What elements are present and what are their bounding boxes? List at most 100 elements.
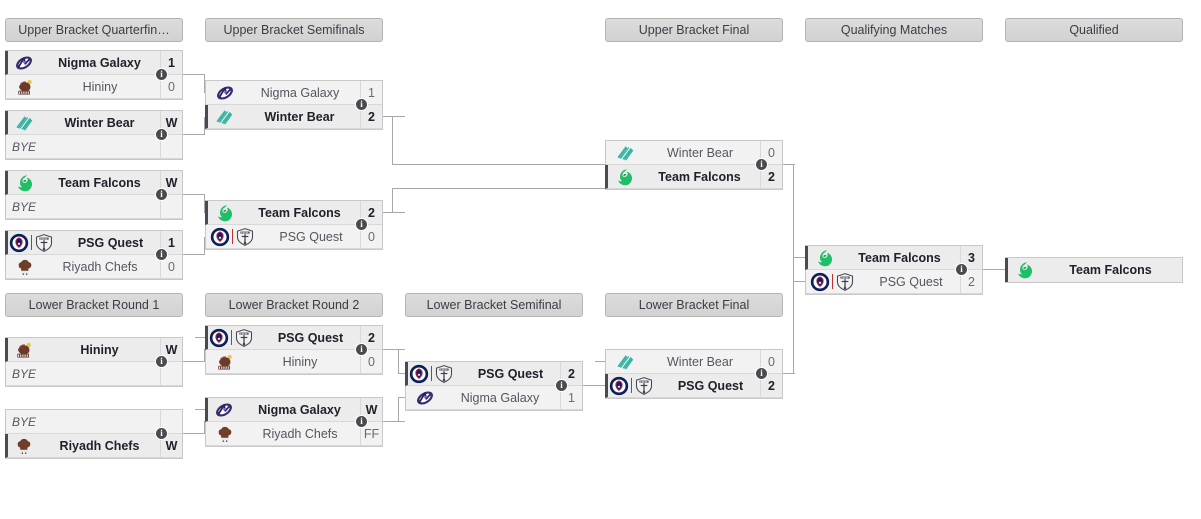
match-info-icon[interactable]: i	[155, 188, 168, 201]
match-score: 0	[760, 350, 782, 373]
match-m15[interactable]: Team Falcons	[1005, 257, 1183, 283]
round-header-q[interactable]: Qualified	[1005, 18, 1183, 42]
round-header-ub-sf[interactable]: Upper Bracket Semifinals	[205, 18, 383, 42]
round-header-lb-sf[interactable]: Lower Bracket Semifinal	[405, 293, 583, 317]
match-info-icon[interactable]: i	[155, 68, 168, 81]
bracket-connector	[793, 281, 805, 282]
match-info-icon[interactable]: i	[755, 367, 768, 380]
match-row[interactable]: BYE	[6, 362, 182, 386]
match-row[interactable]: BYE	[6, 410, 182, 434]
psg-logo	[810, 272, 830, 291]
team-logo	[610, 351, 640, 373]
match-info-icon[interactable]: i	[755, 158, 768, 171]
round-header-lb-r2[interactable]: Lower Bracket Round 2	[205, 293, 383, 317]
psg-logo	[210, 227, 230, 246]
quest-shield-logo	[236, 227, 254, 246]
team-name: Team Falcons	[258, 205, 341, 220]
match-info-icon[interactable]: i	[155, 355, 168, 368]
match-info-icon[interactable]: i	[155, 427, 168, 440]
nigma-galaxy-logo	[216, 402, 232, 417]
bracket-connector	[183, 361, 205, 362]
round-header-ub-f[interactable]: Upper Bracket Final	[605, 18, 783, 42]
match-info-icon[interactable]: i	[355, 343, 368, 356]
winter-bear-logo	[216, 109, 233, 124]
team-name: Hininy	[82, 79, 118, 94]
team-name: PSG Quest	[879, 274, 943, 289]
team-logo	[210, 82, 240, 104]
match-score: 1	[160, 231, 182, 254]
team-name: Winter Bear	[64, 115, 135, 130]
match-score: 0	[760, 141, 782, 164]
nigma-galaxy-logo	[16, 55, 32, 70]
round-header-lb-r1[interactable]: Lower Bracket Round 1	[5, 293, 183, 317]
match-info-icon[interactable]: i	[155, 128, 168, 141]
match-row[interactable]: BYE	[6, 135, 182, 159]
match-info-icon[interactable]: i	[355, 415, 368, 428]
match-info-icon[interactable]: i	[955, 263, 968, 276]
logo-separator	[232, 229, 233, 244]
team-name: BYE	[12, 366, 37, 381]
match-score: 0	[360, 225, 382, 248]
round-header-ub-qf[interactable]: Upper Bracket Quarterfin…	[5, 18, 183, 42]
team-logo	[1009, 259, 1039, 281]
quest-shield-logo	[635, 376, 653, 395]
match-info-icon[interactable]: i	[355, 218, 368, 231]
quest-shield-logo	[836, 272, 854, 291]
bracket-connector	[583, 385, 605, 386]
hininy-logo	[17, 342, 31, 357]
match-score: W	[160, 171, 182, 194]
round-header-lb-f[interactable]: Lower Bracket Final	[605, 293, 783, 317]
logo-separator	[631, 378, 632, 393]
match-info-icon[interactable]: i	[355, 98, 368, 111]
match-info-icon[interactable]: i	[555, 379, 568, 392]
team-name: Riyadh Chefs	[62, 259, 138, 274]
match-score: W	[160, 338, 182, 361]
match-row[interactable]: Team Falcons	[1005, 258, 1182, 282]
round-header-qm[interactable]: Qualifying Matches	[805, 18, 983, 42]
team-falcons-logo	[818, 249, 833, 266]
psg-logo	[609, 376, 629, 395]
match-row[interactable]: BYE	[6, 195, 182, 219]
match-score	[160, 362, 182, 385]
match-info-icon[interactable]: i	[155, 248, 168, 261]
quest-shield-logo	[235, 328, 253, 347]
